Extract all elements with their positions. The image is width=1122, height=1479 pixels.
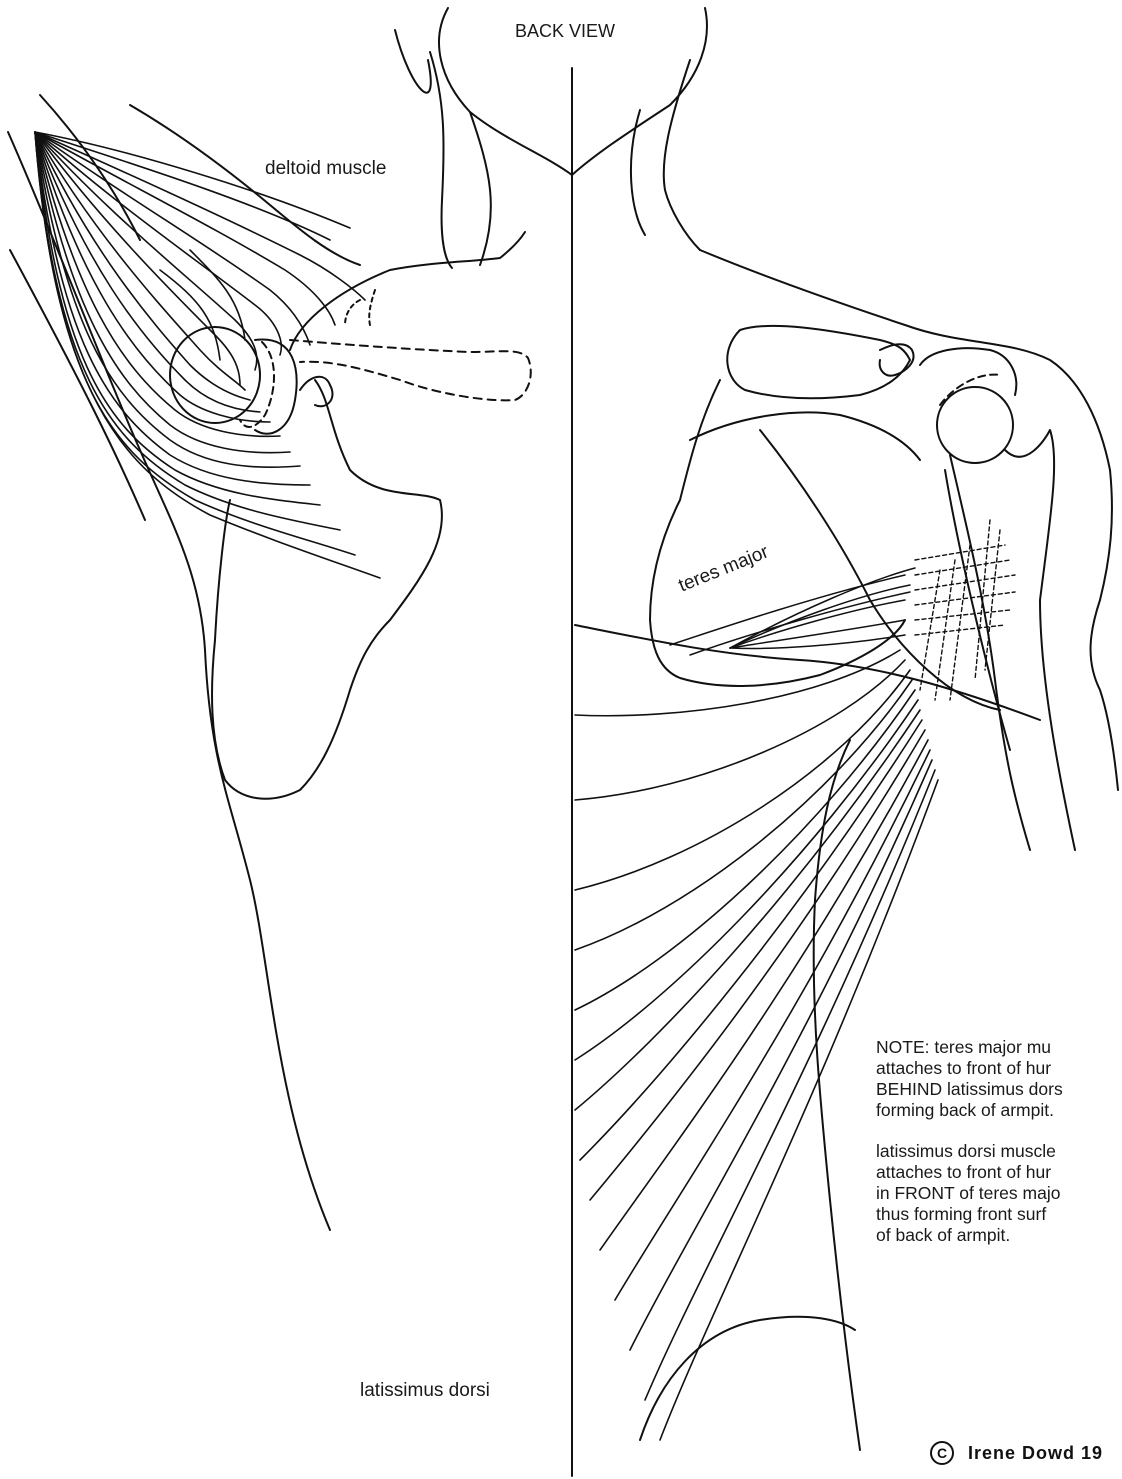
neck-left-3: [470, 112, 491, 265]
copyright-text: Irene Dowd 19: [968, 1443, 1103, 1464]
right-humerus-shaft-1: [950, 455, 1030, 850]
left-arm-outline-4: [130, 105, 360, 265]
note-line: BEHIND latissimus dors: [876, 1079, 1063, 1100]
deltoid-fibers: [35, 132, 380, 578]
note-line: of back of armpit.: [876, 1225, 1063, 1246]
neck-left-2: [430, 52, 452, 268]
label-latissimus-dorsi: latissimus dorsi: [360, 1381, 490, 1400]
neck-left: [395, 30, 431, 93]
right-acromion: [880, 344, 914, 375]
note-line: in FRONT of teres majo: [876, 1183, 1063, 1204]
diagram-title: BACK VIEW: [515, 22, 615, 40]
copyright-notice: C Irene Dowd 19: [930, 1441, 1103, 1465]
left-glenoid: [170, 327, 260, 423]
label-deltoid-muscle: deltoid muscle: [265, 159, 386, 178]
note-spacer: [876, 1121, 1063, 1141]
left-clavicle: [290, 232, 525, 350]
note-line: thus forming front surf: [876, 1204, 1063, 1225]
left-arm-outline-2: [10, 250, 145, 520]
left-arm-outline-1: [8, 132, 330, 1230]
right-scapula-spine: [690, 412, 920, 460]
right-scapula: [727, 326, 910, 398]
neck-right: [664, 60, 700, 250]
right-humerus-line: [945, 470, 1010, 750]
note-line: forming back of armpit.: [876, 1100, 1063, 1121]
note-line: latissimus dorsi muscle: [876, 1141, 1063, 1162]
left-scapula: [212, 380, 442, 799]
left-dashed-clavicle: [290, 340, 531, 400]
right-shoulder-outline: [700, 250, 1118, 790]
note-line: NOTE: teres major mu: [876, 1037, 1063, 1058]
note-line: attaches to front of hur: [876, 1058, 1063, 1079]
right-humerus-shaft-2: [1005, 430, 1075, 850]
right-back-outline-2: [640, 1317, 855, 1440]
copyright-icon: C: [930, 1441, 954, 1465]
right-chest-line: [575, 625, 1040, 720]
right-humerus-head: [937, 387, 1013, 463]
note-text-block: NOTE: teres major mu attaches to front o…: [876, 1037, 1063, 1246]
note-line: attaches to front of hur: [876, 1162, 1063, 1183]
